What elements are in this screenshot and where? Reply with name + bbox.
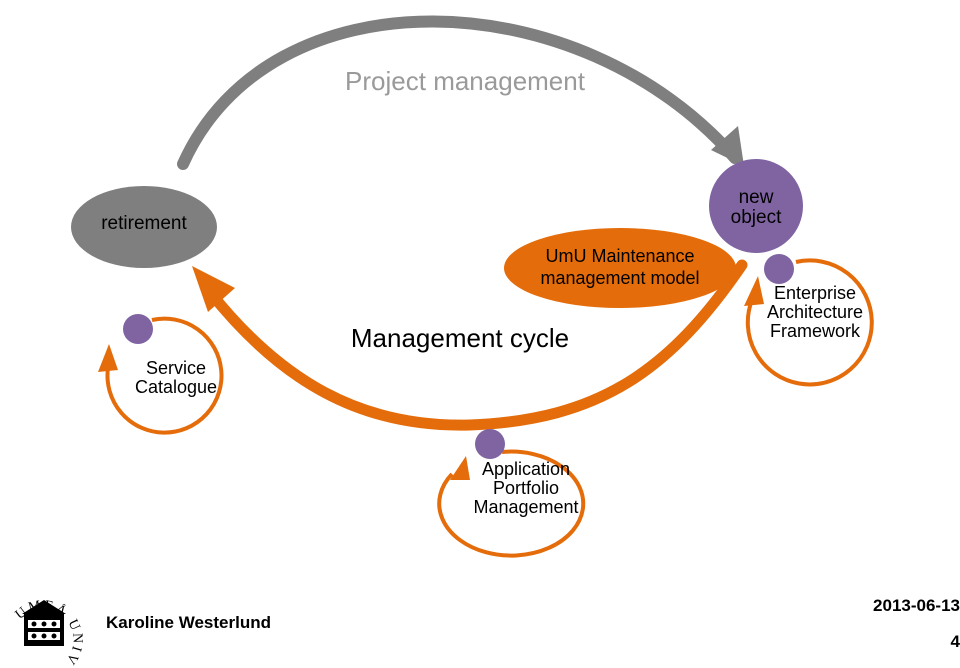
umea-university-seal-icon: UMEÅ UNIVERSITET xyxy=(0,0,85,668)
umu-model-label: UmU Maintenance management model xyxy=(540,246,700,288)
new-object-label: new object xyxy=(730,187,782,229)
enterprise-architecture-dot xyxy=(764,254,794,284)
page-number: 4 xyxy=(950,632,960,651)
enterprise-architecture-label: Enterprise Architecture Framework xyxy=(766,283,864,342)
application-portfolio-loop xyxy=(437,449,586,558)
service-catalogue-loop-arrowhead xyxy=(98,344,118,372)
retirement-node xyxy=(71,186,217,268)
project-management-arrowhead xyxy=(711,126,744,166)
project-management-arc xyxy=(177,15,741,170)
project-management-label: Project management xyxy=(345,66,585,96)
application-portfolio-dot xyxy=(475,429,505,459)
service-catalogue-label: Service Catalogue xyxy=(134,358,218,398)
umu-model-node xyxy=(504,228,736,308)
management-cycle-arc xyxy=(204,259,748,431)
enterprise-architecture-loop-arrowhead xyxy=(744,276,764,306)
footer-date: 2013-06-13 xyxy=(873,596,960,615)
service-catalogue-dot xyxy=(123,314,153,344)
new-object-node xyxy=(709,159,803,253)
footer-author: Karoline Westerlund xyxy=(106,613,271,632)
service-catalogue-loop xyxy=(105,316,224,435)
management-cycle-arrowhead xyxy=(192,266,235,312)
application-portfolio-loop-arrowhead xyxy=(450,456,470,480)
management-cycle-label: Management cycle xyxy=(350,323,570,353)
application-portfolio-label: Application Portfolio Management xyxy=(473,459,579,518)
university-name: UMEÅ UNIVERSITET xyxy=(0,0,83,668)
svg-text:UMEÅ UNIVERSITET: UMEÅ UNIVERSITET xyxy=(0,0,85,668)
retirement-label: retirement xyxy=(101,213,187,234)
enterprise-architecture-loop xyxy=(745,258,874,387)
